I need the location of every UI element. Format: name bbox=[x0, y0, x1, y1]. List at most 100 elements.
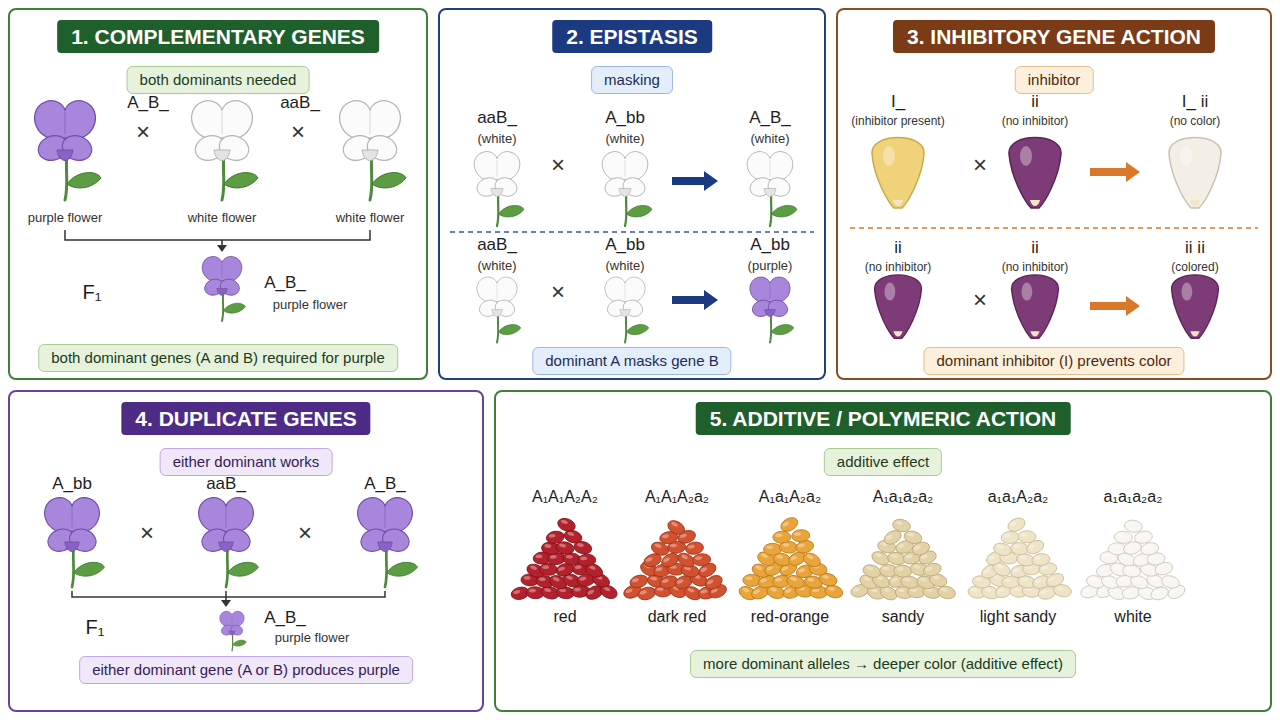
cross-symbol: × bbox=[298, 519, 312, 547]
corn-kernel bbox=[872, 138, 924, 209]
bean-highlight bbox=[907, 532, 915, 537]
bean-highlight bbox=[529, 589, 536, 593]
bean bbox=[1031, 553, 1050, 567]
section-panel: 5. ADDITIVE / POLYMERIC ACTIONadditive e… bbox=[494, 390, 1272, 712]
bean-body bbox=[545, 530, 565, 545]
bean-highlight bbox=[662, 534, 670, 539]
bean-highlight bbox=[580, 556, 587, 560]
kernel-tip bbox=[1190, 200, 1200, 206]
cross-symbol: × bbox=[136, 118, 150, 146]
bean-highlight bbox=[920, 577, 928, 583]
bean-highlight bbox=[1048, 576, 1056, 582]
bean-highlight bbox=[897, 543, 905, 549]
flower-vein bbox=[770, 285, 771, 300]
cross-symbol: × bbox=[551, 151, 565, 179]
result-arrow bbox=[1090, 296, 1140, 316]
bean-highlight bbox=[745, 576, 752, 580]
bean-highlight bbox=[790, 555, 798, 561]
bean-highlight bbox=[1003, 534, 1010, 538]
phenotype-label: (white) bbox=[605, 132, 644, 147]
note-pill: masking bbox=[591, 66, 673, 94]
note-pill: either dominant gene (A or B) produces p… bbox=[79, 656, 413, 684]
bean-highlight bbox=[775, 578, 782, 582]
bean bbox=[628, 573, 649, 590]
bean-body bbox=[1001, 531, 1020, 544]
color-name: red-orange bbox=[751, 608, 829, 626]
bean-highlight bbox=[1152, 590, 1160, 596]
flower-vein bbox=[226, 508, 227, 528]
bean-body bbox=[665, 518, 687, 537]
result-arrow bbox=[1090, 162, 1140, 182]
bean-highlight bbox=[784, 588, 792, 594]
genotype-label: A₁a₁A₂a₂ bbox=[759, 488, 821, 506]
bean-highlight bbox=[770, 587, 778, 592]
cross-symbol: × bbox=[291, 118, 305, 146]
flower-vein bbox=[232, 616, 233, 625]
bean-highlight bbox=[558, 566, 566, 572]
bean-highlight bbox=[1012, 568, 1020, 573]
note-pill: both dominants needed bbox=[127, 66, 310, 94]
bean-highlight bbox=[866, 566, 874, 572]
bean-highlight bbox=[574, 587, 581, 591]
purple-flower bbox=[358, 498, 418, 587]
bean-highlight bbox=[890, 554, 898, 559]
genotype-label: A_B_ bbox=[749, 108, 791, 128]
bean-highlight bbox=[587, 589, 595, 595]
bean-highlight bbox=[1127, 522, 1134, 527]
bean-highlight bbox=[853, 587, 861, 592]
bean-highlight bbox=[1117, 533, 1124, 537]
flower-petal bbox=[220, 611, 244, 626]
generation-label: F₁ bbox=[86, 616, 105, 639]
bean-highlight bbox=[530, 565, 538, 571]
bean bbox=[1006, 515, 1027, 534]
note-pill: additive effect bbox=[824, 448, 942, 476]
corn-kernel bbox=[1009, 138, 1061, 209]
genotype-label: ii bbox=[894, 238, 902, 258]
bean-body bbox=[893, 565, 912, 578]
bean-highlight bbox=[687, 587, 695, 593]
kernel-highlight bbox=[1180, 146, 1192, 166]
white-flower bbox=[605, 277, 649, 343]
bean-highlight bbox=[671, 521, 679, 528]
bean-highlight bbox=[766, 565, 774, 571]
bean bbox=[545, 530, 565, 545]
white-flower bbox=[602, 152, 652, 226]
bean-highlight bbox=[700, 566, 708, 572]
generation-label: F₁ bbox=[83, 281, 102, 304]
white-flower bbox=[477, 277, 521, 343]
bean-highlight bbox=[1019, 555, 1027, 560]
bean-highlight bbox=[1118, 577, 1126, 582]
bean-highlight bbox=[513, 589, 521, 594]
flower-keel bbox=[619, 189, 631, 197]
bean-highlight bbox=[1124, 589, 1132, 594]
bean-highlight bbox=[687, 544, 694, 549]
note-text: both dominants needed bbox=[140, 70, 297, 90]
section-banner: 2. EPISTASIS bbox=[552, 20, 712, 53]
bean-highlight bbox=[940, 587, 948, 592]
kernel-body bbox=[1009, 138, 1061, 209]
bean-highlight bbox=[681, 554, 689, 561]
phenotype-label: purple flower bbox=[28, 211, 102, 226]
bean-highlight bbox=[1028, 543, 1036, 549]
kernel-body bbox=[1169, 138, 1221, 209]
white-flower bbox=[192, 101, 258, 200]
bean-highlight bbox=[544, 587, 552, 592]
bean bbox=[893, 565, 912, 578]
bean-highlight bbox=[1149, 555, 1156, 559]
flower-leaf bbox=[224, 173, 258, 188]
flower-leaf bbox=[771, 325, 793, 335]
kernel-highlight bbox=[885, 283, 896, 301]
phenotype-label: (no color) bbox=[1170, 115, 1221, 129]
bean-highlight bbox=[560, 519, 568, 525]
color-name: white bbox=[1114, 608, 1151, 626]
flower-petal bbox=[477, 277, 517, 302]
section-panel: 2. EPISTASISmaskingdominant A masks gene… bbox=[438, 8, 826, 380]
cross-symbol: × bbox=[973, 151, 987, 179]
bean-body bbox=[1018, 531, 1036, 543]
bean-body bbox=[791, 529, 810, 543]
bean-highlight bbox=[1169, 588, 1177, 594]
bean-highlight bbox=[742, 587, 750, 593]
note-text: either dominant works bbox=[173, 452, 320, 472]
phenotype-label: purple flower bbox=[275, 631, 349, 646]
